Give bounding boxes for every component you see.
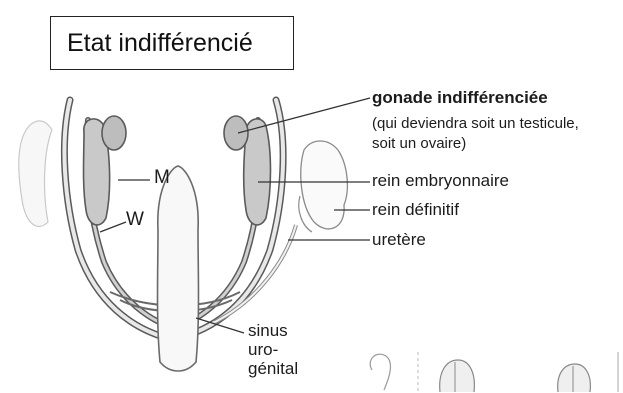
label-sinus-2: uro- (248, 341, 278, 359)
page-title: Etat indifférencié (67, 29, 253, 58)
label-gonade: gonade indifférenciée (372, 89, 548, 107)
left-definitive-kidney (19, 121, 52, 227)
right-gonad (224, 116, 248, 150)
label-gonade-note-2: soit un ovaire) (372, 135, 466, 153)
label-uretere: uretère (372, 231, 426, 249)
label-rein-definitif: rein définitif (372, 201, 459, 219)
label-sinus-1: sinus (248, 322, 288, 340)
label-m: M (154, 168, 170, 188)
urogenital-sinus (158, 166, 199, 371)
right-definitive-kidney (301, 141, 348, 229)
title-box: Etat indifférencié (50, 16, 294, 70)
label-rein-embryonnaire: rein embryonnaire (372, 172, 509, 190)
right-ureter (215, 225, 296, 322)
label-sinus-3: génital (248, 360, 298, 378)
label-w: W (126, 210, 144, 230)
label-gonade-note-1: (qui deviendra soit un testicule, (372, 115, 579, 133)
left-gonad (102, 116, 126, 150)
